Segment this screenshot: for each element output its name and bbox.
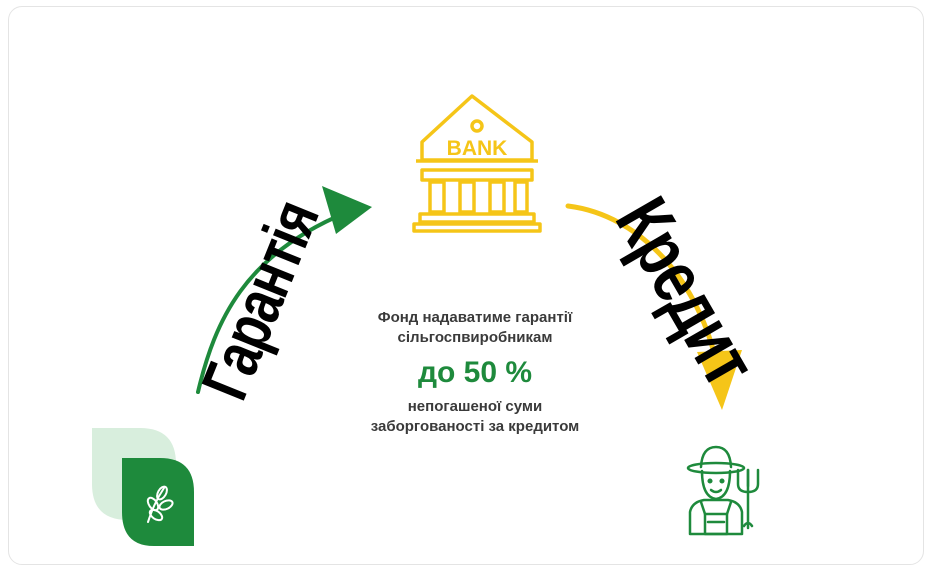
description-line-2: сільгоспвиробникам — [397, 329, 553, 346]
guarantee-arrow — [196, 186, 372, 394]
wheat-leaf-logo-icon — [92, 428, 194, 546]
farmer-icon — [686, 445, 760, 536]
bank-label: BANK — [447, 137, 508, 160]
description-line-1: Фонд надаватиме гарантії — [377, 309, 573, 326]
center-description: Фонд надаватиме гарантії сільгоспвиробни… — [330, 308, 620, 437]
credit-arrow — [565, 203, 742, 410]
description-line-4: заборгованості за кредитом — [370, 418, 580, 435]
highlight-percentage: до 50 % — [417, 356, 533, 389]
description-line-3: непогашеної суми — [407, 398, 543, 415]
bank-icon — [412, 94, 542, 233]
